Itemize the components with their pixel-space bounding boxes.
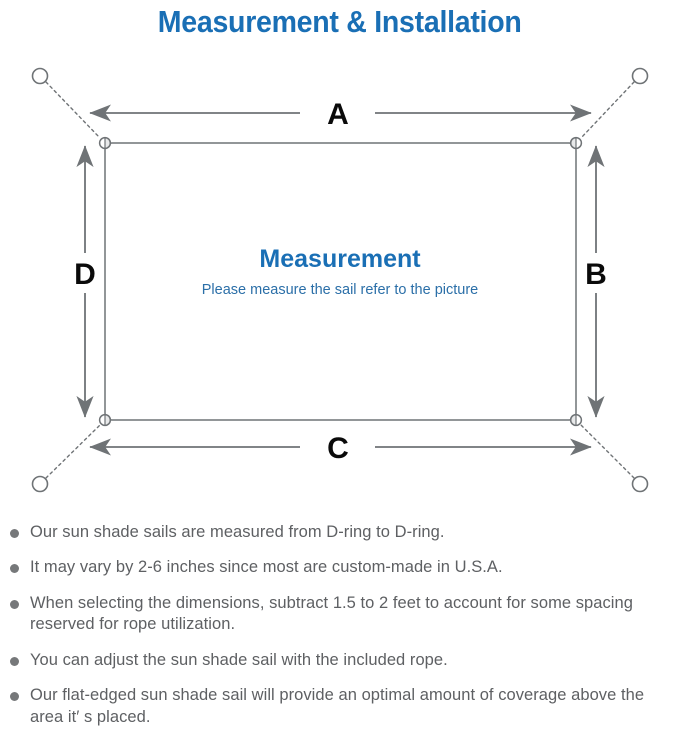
dimension-a-group: A: [89, 98, 592, 131]
dimension-label-d: D: [74, 258, 96, 291]
note-text: Our sun shade sails are measured from D-…: [30, 523, 445, 541]
bullet-icon: [10, 529, 19, 538]
d-ring-lobe-bottom-left: [104, 414, 111, 426]
notes-list: Our sun shade sails are measured from D-…: [0, 522, 679, 742]
dimension-label-b: B: [585, 258, 607, 291]
diagram-center-subheading: Please measure the sail refer to the pic…: [202, 282, 478, 298]
dimension-d-group: D: [74, 145, 96, 418]
d-ring-lobe-top-right: [570, 137, 577, 149]
note-text: Our flat-edged sun shade sail will provi…: [30, 686, 645, 726]
d-ring-lobe-top-left: [104, 137, 111, 149]
anchor-top-left-icon: [31, 67, 49, 85]
page-title: Measurement & Installation: [157, 4, 522, 39]
note-text: When selecting the dimensions, subtract …: [30, 593, 633, 634]
rope-line-bottom-left: [45, 424, 101, 479]
list-item: You can adjust the sun shade sail with t…: [0, 650, 679, 671]
dimension-c-group: C: [89, 432, 592, 465]
bullet-icon: [10, 599, 19, 609]
rope-line-top-right: [580, 81, 635, 139]
anchor-bottom-right-icon: [631, 475, 649, 493]
dimension-b-group: B: [585, 145, 607, 418]
anchor-top-right-icon: [631, 67, 649, 85]
rope-lines-group: [45, 81, 635, 479]
bullet-icon: [10, 564, 19, 574]
measurement-diagram: A C D B Measurement Please measure the s…: [0, 48, 679, 518]
bullet-icon: [10, 692, 19, 702]
list-item: It may vary by 2-6 inches since most are…: [0, 557, 679, 578]
list-item: Our sun shade sails are measured from D-…: [0, 522, 679, 543]
title-bar: Measurement & Installation: [0, 0, 679, 44]
d-ring-shading-group: [104, 137, 577, 426]
dimension-label-a: A: [327, 98, 349, 131]
anchor-bottom-left-icon: [31, 475, 49, 493]
note-text: It may vary by 2-6 inches since most are…: [30, 558, 503, 577]
list-item: When selecting the dimensions, subtract …: [0, 593, 679, 636]
anchor-rings-group: [31, 67, 649, 493]
list-item: Our flat-edged sun shade sail will provi…: [0, 685, 679, 728]
note-text: You can adjust the sun shade sail with t…: [30, 650, 448, 669]
rope-line-bottom-right: [580, 424, 635, 479]
bullet-icon: [10, 656, 19, 666]
measurement-diagram-svg: A C D B Measurement Please measure the s…: [31, 67, 649, 493]
sail-shape: [104, 142, 577, 421]
d-ring-lobe-bottom-right: [570, 414, 577, 426]
diagram-center-heading: Measurement: [259, 245, 421, 273]
rope-line-top-left: [45, 81, 101, 139]
dimension-label-c: C: [327, 432, 349, 465]
